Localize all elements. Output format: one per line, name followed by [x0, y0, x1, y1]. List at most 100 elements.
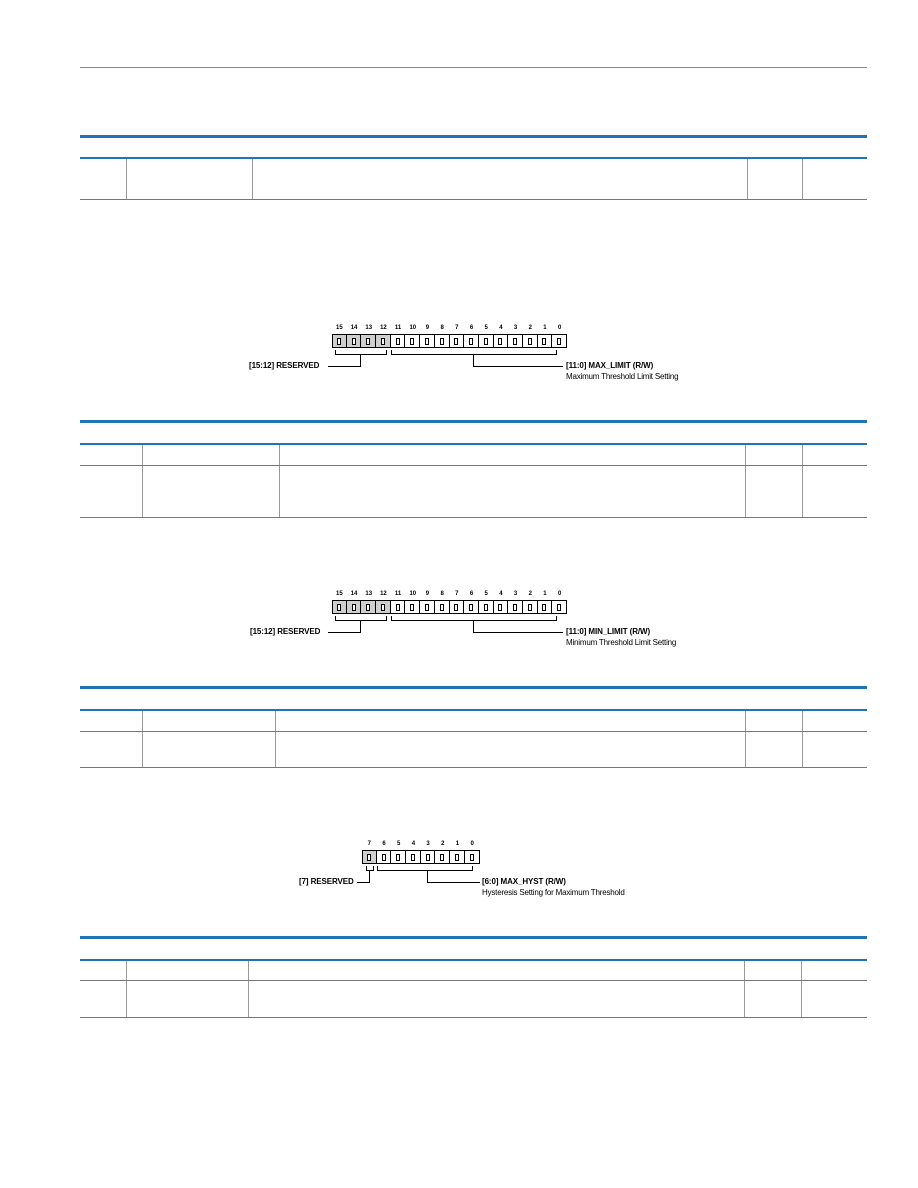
table-col-divider: [802, 711, 803, 767]
bit-number: 4: [499, 591, 503, 597]
table-header-rule: [80, 443, 867, 445]
bit-cell: [406, 850, 421, 864]
bit-number: 3: [513, 325, 518, 331]
table-top-rule: [80, 936, 867, 939]
field-leader: [427, 870, 428, 882]
bit-cell: [478, 334, 494, 348]
bit-cell: [391, 850, 407, 864]
field-label: [6:0] MAX_HYST (R/W): [482, 877, 566, 886]
bit-number: 1: [543, 325, 547, 331]
bit-number: 3: [426, 841, 430, 847]
field-bracket: [377, 866, 473, 871]
bit-number: 9: [425, 325, 430, 331]
bit-number: 2: [441, 841, 445, 847]
bit-number: 0: [557, 591, 562, 597]
bit-cell: [493, 600, 509, 614]
reserved-label: [15:12] RESERVED: [249, 361, 320, 370]
bit-cell-reserved: [361, 600, 377, 614]
bit-cell: [434, 600, 450, 614]
table-col-divider: [126, 159, 127, 199]
bit-number: 1: [455, 841, 460, 847]
reserved-bracket: [335, 616, 387, 621]
table-col-divider: [802, 445, 803, 517]
bit-number: 8: [440, 591, 444, 597]
bit-number: 0: [557, 325, 562, 331]
bit-cell: [537, 334, 553, 348]
table-col-divider: [801, 961, 802, 1017]
bit-number: 6: [469, 325, 474, 331]
bit-number: 7: [455, 325, 459, 331]
field-bracket: [391, 616, 557, 621]
reserved-leader: [328, 366, 361, 367]
table-row-rule: [80, 465, 867, 466]
table-col-divider: [745, 711, 746, 767]
bit-number: 1: [543, 591, 547, 597]
bit-cells: [332, 334, 567, 348]
bit-cell: [405, 334, 421, 348]
bit-cell: [420, 850, 436, 864]
bit-number: 7: [455, 591, 459, 597]
reserved-leader: [360, 620, 361, 632]
table-col-divider: [747, 159, 748, 199]
bit-cell: [376, 850, 392, 864]
field-description: Hysteresis Setting for Maximum Threshold: [482, 888, 625, 897]
bit-cell: [390, 334, 406, 348]
bit-number: 11: [394, 325, 402, 331]
bit-cell: [434, 334, 450, 348]
table-row-rule: [80, 980, 867, 981]
bit-cell-reserved: [332, 600, 347, 614]
bit-cell: [435, 850, 451, 864]
bit-cell: [420, 334, 435, 348]
bit-number: 12: [380, 325, 387, 331]
bit-number: 2: [528, 591, 532, 597]
table-bottom-rule: [80, 767, 867, 768]
bit-cell: [493, 334, 509, 348]
table-col-divider: [275, 711, 276, 767]
bit-number: 6: [382, 841, 386, 847]
bit-numbers: 15 14 13 12 11 10 9 8 7 6 5 4 3 2 1 0: [332, 591, 567, 597]
table-col-divider: [142, 445, 143, 517]
table-header-rule: [80, 959, 867, 961]
bit-cells: [362, 850, 480, 864]
bit-cell: [449, 334, 465, 348]
bit-cell-reserved: [346, 600, 362, 614]
bit-cell: [449, 600, 465, 614]
bit-number: 15: [336, 325, 343, 331]
table-bottom-rule: [80, 1017, 867, 1018]
bit-cell-reserved: [376, 334, 391, 348]
field-leader: [473, 620, 474, 632]
bit-cell: [464, 600, 479, 614]
bit-number: 13: [365, 591, 373, 597]
table-col-divider: [744, 961, 745, 1017]
bit-number: 2: [528, 325, 532, 331]
table-bottom-rule: [80, 517, 867, 518]
field-leader: [473, 632, 563, 633]
bit-cell: [405, 600, 421, 614]
bit-number: 8: [440, 325, 444, 331]
table-col-divider: [745, 445, 746, 517]
table-bottom-rule: [80, 199, 867, 200]
table-col-divider: [252, 159, 253, 199]
bit-number: 4: [499, 325, 503, 331]
table-top-rule: [80, 420, 867, 423]
bit-numbers: 7 6 5 4 3 2 1 0: [362, 841, 480, 847]
table-header-rule: [80, 709, 867, 711]
table-header-rule: [80, 157, 867, 159]
bit-number: 15: [336, 591, 343, 597]
bit-cell: [552, 600, 567, 614]
bit-cell-reserved: [362, 850, 377, 864]
reserved-leader: [369, 870, 370, 882]
bit-numbers: 15 14 13 12 11 10 9 8 7 6 5 4 3 2 1 0: [332, 325, 567, 331]
field-bracket: [391, 350, 557, 355]
bit-cell-reserved: [346, 334, 362, 348]
table-col-divider: [248, 961, 249, 1017]
field-leader: [473, 366, 563, 367]
bit-cell: [390, 600, 406, 614]
field-leader: [473, 354, 474, 366]
bit-number: 7: [367, 841, 372, 847]
bit-number: 13: [365, 325, 373, 331]
bit-cell: [508, 600, 523, 614]
bit-cell: [464, 334, 479, 348]
bit-number: 6: [469, 591, 474, 597]
bit-number: 5: [484, 591, 488, 597]
